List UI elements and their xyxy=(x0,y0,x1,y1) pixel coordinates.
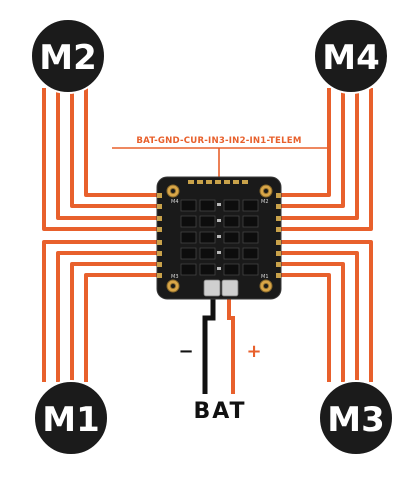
motor-m1: M1 xyxy=(33,380,109,456)
esc-board: M4 M2 M3 M1 xyxy=(156,176,282,300)
battery-pads xyxy=(203,279,239,297)
m2-wire-bundle xyxy=(40,88,160,233)
pad-label-bottom-left: M3 xyxy=(171,274,179,280)
passive-components xyxy=(217,203,221,270)
pin-header: BAT-GND-CUR-IN3-IN2-IN1-TELEM xyxy=(112,136,330,180)
motor-m2: M2 xyxy=(30,18,106,94)
pad-label-top-left: M4 xyxy=(171,199,179,205)
pad-label-bottom-right: M1 xyxy=(261,274,269,280)
battery-label: BAT xyxy=(193,399,246,424)
mosfet-grid xyxy=(180,199,259,276)
motor-wires xyxy=(40,88,375,382)
battery-leads: − + BAT xyxy=(178,296,262,424)
m3-wire-bundle xyxy=(278,238,375,382)
motor-m4-label: M4 xyxy=(322,38,380,78)
pad-label-top-right: M2 xyxy=(261,199,269,205)
motor-m1-label: M1 xyxy=(42,400,100,440)
positive-wire xyxy=(227,296,235,394)
side-pads xyxy=(157,193,281,278)
mounting-holes xyxy=(166,184,273,293)
positive-sign: + xyxy=(246,341,261,362)
header-pads xyxy=(188,180,248,184)
motor-m4: M4 xyxy=(313,18,389,94)
motor-m3-label: M3 xyxy=(327,400,385,440)
m1-wire-bundle xyxy=(40,238,160,382)
motor-m2-label: M2 xyxy=(39,38,97,78)
m4-wire-bundle xyxy=(278,88,375,233)
motor-m3: M3 xyxy=(318,380,394,456)
negative-sign: − xyxy=(178,341,193,362)
pin-header-label: BAT-GND-CUR-IN3-IN2-IN1-TELEM xyxy=(136,136,301,146)
negative-wire xyxy=(202,296,216,394)
